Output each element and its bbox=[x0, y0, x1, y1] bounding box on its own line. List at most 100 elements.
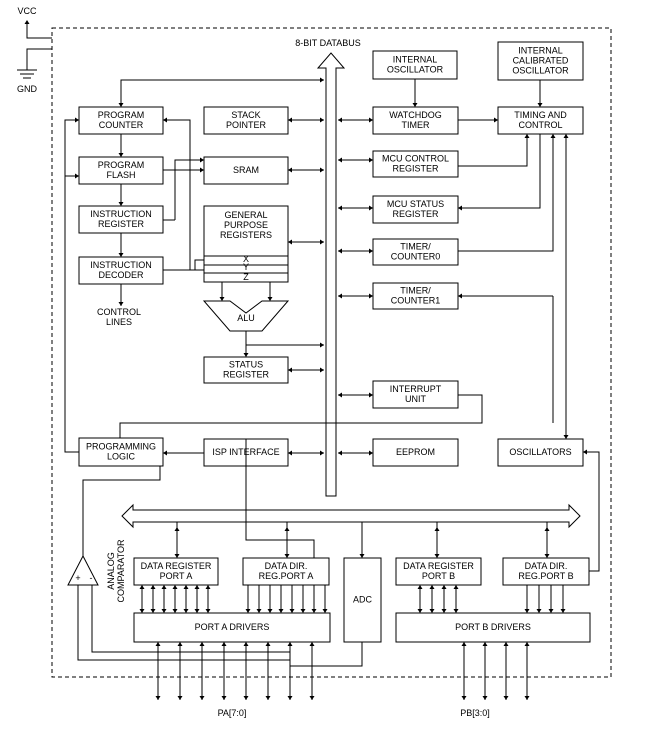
arrowhead bbox=[441, 585, 447, 589]
register-y-label: Y bbox=[243, 262, 249, 272]
comp-out bbox=[82, 466, 161, 556]
internal-calibrated-oscillator-block-label: INTERNAL bbox=[518, 46, 563, 56]
stack-pointer-block-frame bbox=[203, 106, 289, 135]
arrowhead bbox=[183, 585, 189, 589]
timer-counter0-block-label: TIMER/ bbox=[400, 242, 431, 252]
arrowhead bbox=[524, 642, 530, 646]
port-b-drivers-block-frame bbox=[395, 612, 591, 643]
timer-counter0-block: TIMER/COUNTER0 bbox=[372, 238, 459, 266]
dec-gpr bbox=[163, 259, 204, 271]
comparator-minus-label: - bbox=[90, 573, 93, 583]
timing-and-control-block-frame bbox=[497, 106, 584, 135]
gp-registers-block-label: REGISTERS bbox=[220, 230, 272, 240]
data-dir-port-a-block-frame bbox=[242, 557, 330, 586]
arrowhead bbox=[243, 696, 249, 700]
stack-pointer-block-label: STACK bbox=[231, 110, 260, 120]
timer-counter1-block-label: COUNTER1 bbox=[391, 296, 441, 306]
comparator-plus-label: + bbox=[75, 573, 80, 583]
mcu-status-register-block-frame bbox=[372, 195, 459, 224]
sram-block-label: SRAM bbox=[233, 165, 259, 175]
gnd-label: GND bbox=[17, 84, 38, 94]
arrowhead bbox=[75, 117, 79, 123]
programming-logic-block-label: PROGRAMMING bbox=[86, 442, 156, 452]
mcu-control-register-block-frame bbox=[372, 150, 459, 178]
program-flash-block-label: FLASH bbox=[106, 170, 135, 180]
arrowhead bbox=[338, 450, 342, 456]
control-lines-label: LINES bbox=[106, 317, 132, 327]
arrowhead bbox=[338, 157, 342, 163]
arrowhead bbox=[503, 642, 509, 646]
arrowhead bbox=[548, 609, 554, 613]
arrowhead bbox=[221, 696, 227, 700]
timer-counter0-block-frame bbox=[372, 238, 459, 266]
arrowhead bbox=[118, 253, 124, 257]
arrowhead bbox=[118, 202, 124, 206]
arrowhead bbox=[359, 554, 365, 558]
adc-block: ADC bbox=[343, 557, 382, 643]
arrowhead bbox=[300, 609, 306, 613]
arrowhead bbox=[24, 20, 30, 24]
mcu-control-register-block-label: REGISTER bbox=[392, 164, 439, 174]
data-dir-port-a-block: DATA DIR.REG.PORT A bbox=[242, 557, 330, 586]
data-register-port-b-block-label: PORT B bbox=[422, 571, 455, 581]
arrowhead bbox=[369, 392, 373, 398]
alu-label: ALU bbox=[237, 313, 255, 323]
sram-block: SRAM bbox=[203, 156, 289, 185]
data-dir-port-a-block-label: DATA DIR. bbox=[265, 561, 308, 571]
arrowhead bbox=[150, 609, 156, 613]
stack-pointer-block-label: POINTER bbox=[226, 120, 267, 130]
port-b-drivers-block-label: PORT B DRIVERS bbox=[455, 622, 531, 632]
vcc-wire bbox=[26, 22, 52, 39]
timer-counter0-block-label: COUNTER0 bbox=[391, 252, 441, 262]
arrowhead bbox=[503, 696, 509, 700]
instruction-decoder-block-label: INSTRUCTION bbox=[90, 260, 152, 270]
arrowhead bbox=[256, 609, 262, 613]
timing-and-control-block-label: CONTROL bbox=[518, 120, 562, 130]
arrowhead bbox=[369, 450, 373, 456]
status-register-block-label: STATUS bbox=[229, 360, 263, 370]
eeprom-block: EEPROM bbox=[372, 438, 459, 467]
arrowhead bbox=[320, 367, 324, 373]
timer-counter1-block-label: TIMER/ bbox=[400, 286, 431, 296]
arrowhead bbox=[412, 103, 418, 107]
program-counter-block-frame bbox=[78, 106, 164, 135]
arrowhead bbox=[194, 585, 200, 589]
arrowhead bbox=[482, 696, 488, 700]
gp-registers-block-label: GENERAL bbox=[224, 210, 267, 220]
data-register-port-a-block-label: PORT A bbox=[160, 571, 193, 581]
watchdog-timer-block-frame bbox=[372, 106, 459, 135]
arrowhead bbox=[161, 609, 167, 613]
arrowhead bbox=[75, 173, 79, 179]
status-register-block-label: REGISTER bbox=[223, 370, 270, 380]
isp-portdir bbox=[245, 439, 315, 558]
arrowhead bbox=[338, 293, 342, 299]
oscillators-block-frame bbox=[497, 438, 584, 467]
arrowhead bbox=[560, 609, 566, 613]
oscillators-block: OSCILLATORS bbox=[497, 438, 584, 467]
gp-registers-block-frame bbox=[203, 205, 289, 283]
arrowhead bbox=[205, 585, 211, 589]
eeprom-block-frame bbox=[372, 438, 459, 467]
arrowhead bbox=[369, 293, 373, 299]
arrowhead bbox=[320, 342, 324, 348]
arrowhead bbox=[172, 585, 178, 589]
oscillators-block-label: OSCILLATORS bbox=[509, 447, 571, 457]
data-register-port-a-block-label: DATA REGISTER bbox=[141, 561, 212, 571]
arrowhead bbox=[199, 642, 205, 646]
databus-label: 8-BIT DATABUS bbox=[295, 38, 361, 48]
arrowhead bbox=[524, 609, 530, 613]
mcustat-timing bbox=[458, 134, 541, 209]
arrowhead bbox=[429, 585, 435, 589]
arrowhead bbox=[161, 585, 167, 589]
arrowhead bbox=[320, 117, 324, 123]
arrowhead bbox=[177, 696, 183, 700]
arrowhead bbox=[417, 609, 423, 613]
instruction-decoder-block-label: DECODER bbox=[98, 270, 144, 280]
